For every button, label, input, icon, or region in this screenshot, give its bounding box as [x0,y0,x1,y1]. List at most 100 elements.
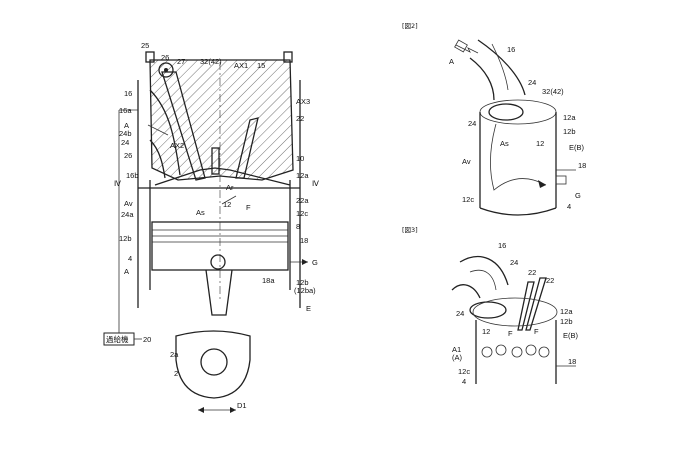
fig2-label-as: As [500,139,509,148]
cylinder-head [150,60,293,180]
fig2-cyl-top [480,100,556,124]
label-g: G [312,258,318,267]
label-ar: Ar [226,183,234,192]
label-12a: 12a [296,171,309,180]
fig3-valve [470,302,506,318]
label-8: 8 [296,222,300,231]
fig2-port-inner [470,58,494,100]
fig3-vortex-1 [482,347,492,357]
fig2-a-box [455,40,468,52]
fig2-label-g: G [575,191,581,200]
fig3-label-24b: 24 [456,309,464,318]
crank-journal [201,349,227,375]
label-4: 4 [128,254,132,263]
label-a2: A [124,267,129,276]
fig2-port-mid [492,44,508,90]
label-f: F [246,203,251,212]
fig2-cyl-bottom [480,208,556,215]
label-24b: 24b [119,129,132,138]
fig3-label-ap: (A) [452,353,463,362]
label-18a: 18a [262,276,275,285]
label-e: E [306,304,311,313]
rocker-pivot-center [164,68,168,72]
fig3-port-inner [470,270,496,290]
label-12ba: (12ba) [294,286,316,295]
label-2a: 2a [170,350,179,359]
fig3-port-lower [452,285,480,298]
fig3-label-16: 16 [498,241,506,250]
fig2-label-18: 18 [578,161,586,170]
fig2-label-eb: E(B) [569,143,585,152]
label-24a: 24a [121,210,134,219]
label-av: Av [124,199,133,208]
label-25: 25 [141,41,149,50]
label-ax1: AX1 [234,61,248,70]
fig3-label-12a: 12a [560,307,573,316]
fig3-label-18: 18 [568,357,576,366]
label-26b: 26 [124,151,132,160]
label-10: 10 [296,154,304,163]
fig3-cyl-top [473,298,557,326]
fig3-label-12b: 12b [560,317,573,326]
figure-1 [104,52,308,413]
label-20: 20 [143,335,151,344]
fig2-label-24a: 24 [528,78,536,87]
fig2-label-a: A [449,57,454,66]
label-ax2: AX2 [170,141,184,150]
label-24: 24 [121,138,129,147]
d1-arrowhead-right [230,407,236,413]
figure-3: [図3] [402,226,576,384]
fig3-vortex-3 [512,347,522,357]
fig2-label-24b: 24 [468,119,476,128]
fig3-vortex-4 [526,345,536,355]
piston-pin [211,255,225,269]
connecting-rod [206,270,232,315]
fig3-label-22a: 22 [528,268,536,277]
fig2-label-av: Av [462,157,471,166]
label-26: 26 [161,53,169,62]
crank-web [176,331,250,398]
fig3-label-12: 12 [482,327,490,336]
fig3-label-24a: 24 [510,258,518,267]
label-iv-left: Ⅳ [114,179,122,188]
fig3-label-f2: F [534,327,539,336]
fig2-swirl [490,124,546,190]
label-16b: 16b [126,171,139,180]
supercharger-label: 過給機 [106,334,129,344]
label-d1: D1 [237,401,247,410]
fig3-label-f1: F [508,329,513,338]
label-18: 18 [300,236,308,245]
label-12b: 12b [119,234,132,243]
fig3-title: [図3] [402,226,418,234]
fig2-valve [489,104,523,120]
d1-arrowhead-left [198,407,204,413]
label-27: 27 [177,57,185,66]
label-ax3: AX3 [296,97,310,106]
label-iv-right: Ⅳ [312,179,320,188]
fig3-label-4: 4 [462,377,466,386]
fig3-vortex-5 [539,347,549,357]
label-12c: 12c [296,209,308,218]
fig2-label-32: 32(42) [542,87,564,96]
label-16a: 16a [119,106,132,115]
fig2-port-outer [478,40,525,95]
fig2-label-12b: 12b [563,127,576,136]
figure-2: [図2] [402,22,576,215]
label-12: 12 [223,200,231,209]
figure-2-labels: 16 A 24 32(42) 24 12a 12b As 12 E(B) Av … [449,45,586,211]
fig3-label-22b: 22 [546,276,554,285]
label-2: 2 [174,369,178,378]
fig2-label-4: 4 [567,202,571,211]
fig2-label-12: 12 [536,139,544,148]
label-16: 16 [124,89,132,98]
fig2-label-12a: 12a [563,113,576,122]
fig2-title: [図2] [402,22,418,30]
label-22a: 22a [296,196,309,205]
label-32: 32(42) [200,57,222,66]
label-22: 22 [296,114,304,123]
label-15: 15 [257,61,265,70]
fig2-label-16: 16 [507,45,515,54]
fig3-label-eb: E(B) [563,331,579,340]
fig3-label-12c: 12c [458,367,470,376]
